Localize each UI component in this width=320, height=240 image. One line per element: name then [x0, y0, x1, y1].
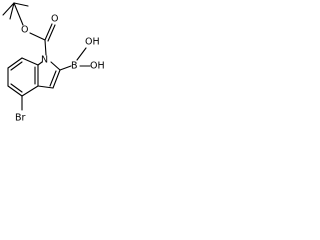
bond-c7a-n — [37, 61, 43, 66]
bond-carbonyl-c-o-1 — [44, 23, 53, 41]
bond-c3-c3a — [37, 85, 54, 89]
boron-label: B — [71, 61, 78, 72]
bond-tbu-methyl-1 — [2, 2, 15, 16]
bond-c7-c6 — [7, 57, 23, 69]
bond-c2-c3 — [52, 69, 61, 89]
bond-n-c2 — [50, 61, 61, 71]
bond-tbu-center-o — [13, 2, 24, 26]
bond-c2-c3-inner — [49, 70, 57, 87]
oxygen-ester-label: O — [21, 25, 28, 36]
molecule-structure: O O N B OH OH Br — [2, 2, 105, 124]
bond-carbonyl-c-o-2 — [47, 24, 56, 42]
bond-c7-c6-inner — [10, 61, 23, 71]
bond-tbu-methyl-3 — [9, 2, 15, 20]
bond-tbu-methyl-2 — [13, 2, 29, 7]
oxygen-carbonyl-label: O — [51, 14, 58, 25]
bond-o-ester-carbonyl — [29, 32, 46, 41]
bond-c2-b — [59, 65, 72, 71]
nitrogen-label: N — [41, 55, 48, 66]
bond-b-oh-top — [76, 47, 87, 61]
bond-c4-c3a — [21, 85, 39, 97]
bromine-label: Br — [15, 113, 26, 124]
hydroxyl-top-label: OH — [85, 37, 100, 48]
bond-carbonyl-n — [44, 39, 47, 56]
bond-c7a-c7 — [21, 57, 39, 66]
hydroxyl-right-label: OH — [90, 61, 105, 72]
bond-c5-c4 — [7, 85, 23, 97]
bond-c5-c4-inner — [10, 83, 23, 93]
